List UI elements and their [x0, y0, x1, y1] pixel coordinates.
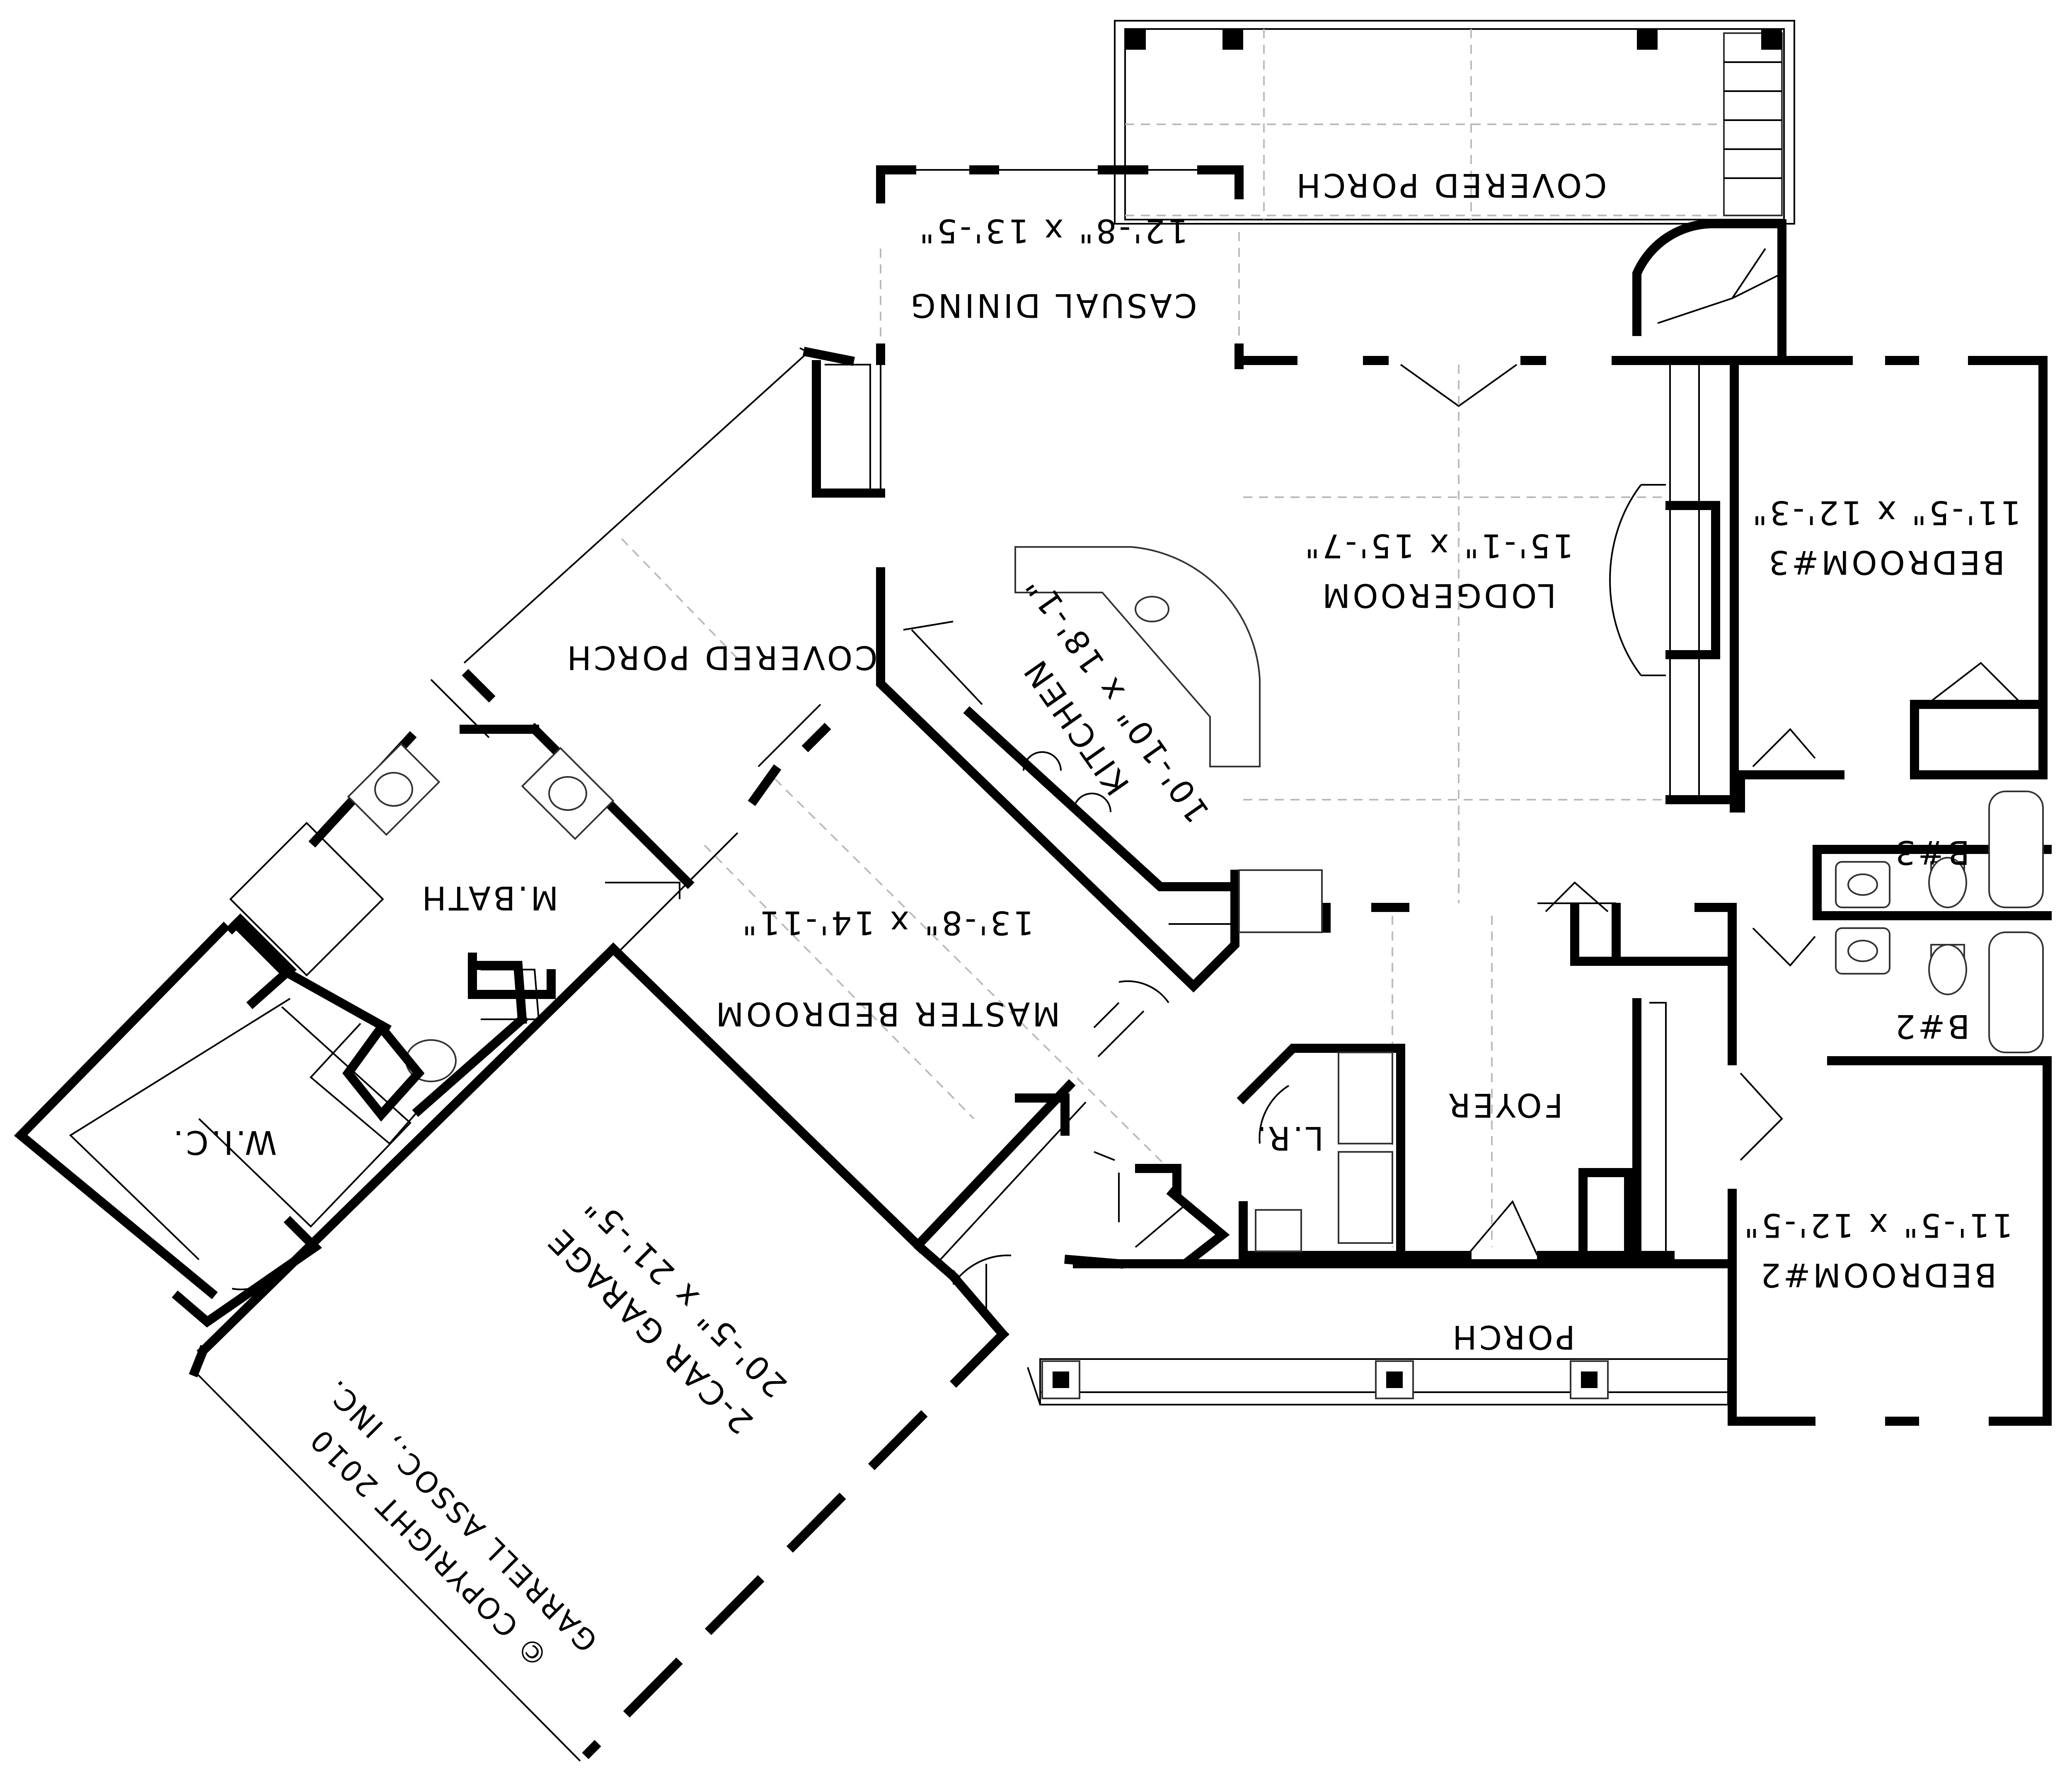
label-covered-porch-top: COVERED PORCH — [1294, 166, 1607, 203]
copyright-line-2: GARRELL ASSOC., INC. — [318, 1372, 604, 1659]
room-labels: COVERED PORCH CASUAL DINING 12'-8" x 13'… — [171, 166, 2021, 1674]
covered-porch-top-area — [1114, 20, 1795, 361]
laundry-area — [1237, 1044, 1675, 1260]
label-bedroom3-size: 11'-5" x 12'-3" — [1750, 493, 2021, 531]
label-bath3: B#3 — [1893, 833, 1970, 871]
label-master-bedroom-1: MASTER BEDROOM — [713, 995, 1060, 1032]
casual-dining-area — [876, 165, 1244, 369]
label-foyer: FOYER — [1445, 1086, 1563, 1123]
label-lodgeroom-size: 15'-1" x 15'-7" — [1302, 527, 1573, 564]
label-bath2: B#2 — [1893, 1007, 1970, 1045]
label-bedroom2: BEDROOM#2 — [1758, 1256, 1997, 1293]
master-bedroom-area — [617, 778, 1230, 1269]
label-bedroom3: BEDROOM#3 — [1766, 543, 2005, 580]
bedroom2-area — [1728, 907, 2052, 1426]
label-casual-dining: CASUAL DINING — [908, 286, 1197, 324]
lodgeroom-area — [1243, 360, 1739, 903]
bath-area — [1752, 728, 2052, 1065]
label-wic: W.I.C. — [171, 1123, 277, 1161]
label-master-bedroom-size: 13'-8" x 14'-11" — [740, 904, 1034, 941]
label-casual-dining-size: 12'-8" x 13'-5" — [917, 212, 1188, 249]
covered-porch-side-area — [430, 347, 885, 889]
label-porch-front: PORCH — [1450, 1318, 1575, 1355]
kitchen-area — [876, 546, 1323, 993]
wic-area — [172, 1006, 411, 1328]
front-porch-area — [1027, 1259, 1737, 1405]
label-master-bath: M.BATH — [419, 879, 558, 916]
label-lodgeroom: LODGEROOM — [1320, 576, 1556, 614]
garage-area — [189, 942, 1012, 1762]
label-covered-porch-side: COVERED PORCH — [564, 639, 877, 676]
label-bedroom2-size: 11'-5" x 12'-5" — [1742, 1206, 2013, 1243]
bedroom3-area — [1730, 360, 2048, 813]
label-laundry: L.R. — [1254, 1119, 1324, 1156]
master-bath-area — [14, 723, 695, 1299]
